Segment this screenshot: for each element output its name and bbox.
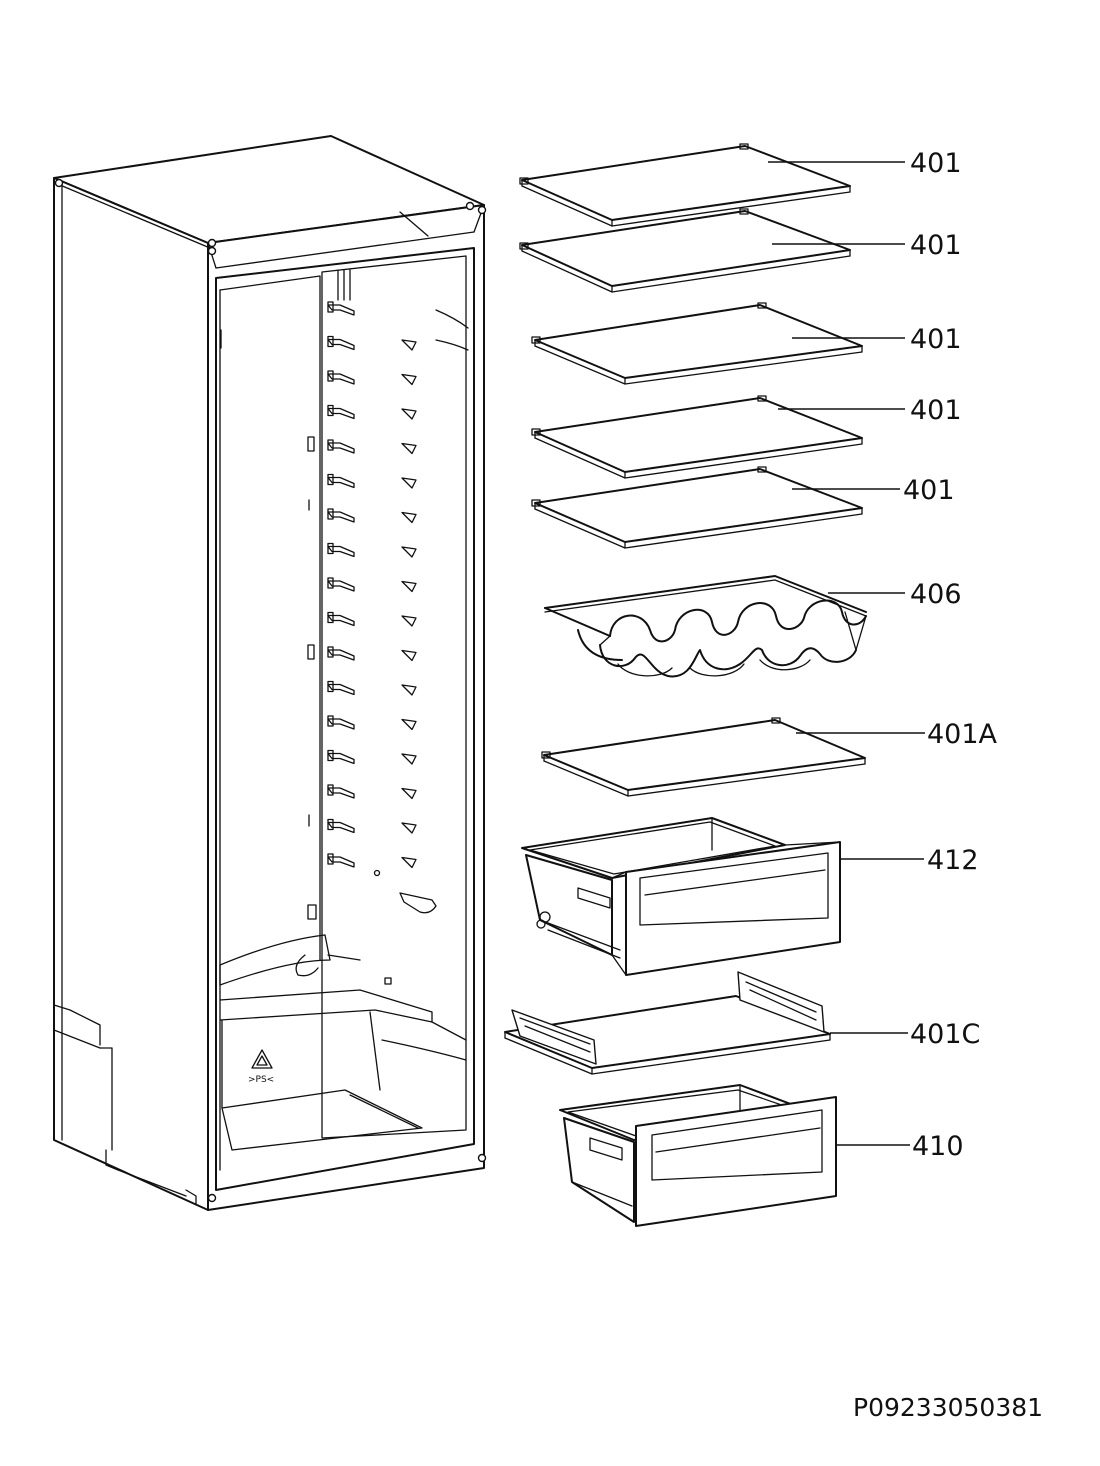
shelf-support-bracket bbox=[327, 856, 355, 868]
callout-401: 401 bbox=[910, 395, 962, 426]
shelf-support-slot bbox=[327, 508, 334, 520]
shelf-support-slot bbox=[327, 680, 334, 693]
shelf-support-peg bbox=[401, 442, 417, 455]
shelf-support-bracket bbox=[327, 821, 355, 834]
shelf-support-slot bbox=[327, 335, 334, 348]
drawer-412 bbox=[521, 817, 841, 976]
shelf-support-peg bbox=[401, 684, 417, 696]
shelf-support-peg bbox=[401, 718, 417, 731]
shelf-support-slot bbox=[327, 473, 334, 486]
shelf-support-slot bbox=[327, 577, 334, 589]
shelf-support-bracket bbox=[327, 373, 355, 385]
callout-410: 410 bbox=[912, 1131, 964, 1162]
shelf-support-peg bbox=[401, 615, 417, 627]
glass-shelf-3 bbox=[531, 302, 863, 385]
shelf-supports bbox=[327, 301, 417, 869]
leader-lines bbox=[768, 161, 925, 1146]
shelf-support-bracket bbox=[327, 752, 355, 765]
recycling-icon: >PS< bbox=[248, 1049, 274, 1085]
shelf-support-peg bbox=[401, 408, 417, 420]
wine-rack bbox=[544, 575, 867, 678]
shelf-support-slot bbox=[327, 715, 334, 727]
shelf-support-peg bbox=[401, 373, 417, 386]
callout-406: 406 bbox=[910, 579, 962, 610]
shelf-support-bracket bbox=[327, 614, 355, 627]
shelf-support-peg bbox=[401, 822, 417, 834]
shelf-support-bracket bbox=[327, 718, 355, 730]
shelf-support-bracket bbox=[327, 787, 355, 799]
shelf-support-peg bbox=[401, 339, 417, 351]
shelf-support-slot bbox=[327, 542, 334, 555]
shelf-support-slot bbox=[327, 439, 334, 451]
shelf-support-bracket bbox=[327, 511, 355, 523]
shelf-support-slot bbox=[327, 301, 334, 313]
shelf-support-bracket bbox=[327, 304, 355, 316]
callout-401: 401 bbox=[910, 324, 962, 355]
shelf-support-peg bbox=[401, 511, 417, 524]
shelf-support-bracket bbox=[327, 476, 355, 489]
glass-shelf-2 bbox=[519, 208, 851, 293]
glass-shelf-4 bbox=[531, 395, 863, 479]
glass-shelf-5 bbox=[531, 466, 863, 549]
shelf-support-peg bbox=[401, 787, 417, 800]
glass-shelf-401a bbox=[541, 717, 866, 797]
callout-labels: 401 401 401 401 401 406 401A 412 401C 41… bbox=[903, 148, 998, 1162]
shelf-support-slot bbox=[327, 646, 334, 658]
shelf-support-bracket bbox=[327, 545, 355, 558]
recycling-mark-text: >PS< bbox=[248, 1075, 274, 1085]
shelf-support-slot bbox=[327, 749, 334, 762]
shelf-support-slot bbox=[327, 611, 334, 624]
callout-401a: 401A bbox=[927, 719, 998, 750]
shelf-support-peg bbox=[401, 649, 417, 662]
callout-401: 401 bbox=[910, 148, 962, 179]
shelf-support-peg bbox=[401, 856, 417, 869]
crisper-cover-401c bbox=[504, 971, 831, 1075]
shelf-support-bracket bbox=[327, 580, 355, 592]
shelf-support-slot bbox=[327, 818, 334, 831]
refrigerator-cabinet: >PS< bbox=[53, 135, 487, 1211]
drawer-410 bbox=[559, 1084, 837, 1227]
shelf-support-peg bbox=[401, 580, 417, 593]
shelf-support-bracket bbox=[327, 338, 355, 351]
shelf-support-peg bbox=[401, 477, 417, 489]
glass-shelf-1 bbox=[519, 143, 851, 227]
callout-401: 401 bbox=[910, 230, 962, 261]
callout-412: 412 bbox=[927, 845, 979, 876]
shelf-support-slot bbox=[327, 853, 334, 865]
shelf-support-bracket bbox=[327, 442, 355, 454]
shelf-support-peg bbox=[401, 546, 417, 558]
shelf-support-bracket bbox=[327, 407, 355, 420]
shelf-support-bracket bbox=[327, 683, 355, 696]
shelf-support-slot bbox=[327, 784, 334, 796]
shelf-support-slot bbox=[327, 370, 334, 382]
shelf-support-slot bbox=[327, 404, 334, 417]
callout-401c: 401C bbox=[910, 1019, 980, 1050]
document-number: P09233050381 bbox=[853, 1393, 1043, 1422]
shelf-support-bracket bbox=[327, 649, 355, 661]
shelf-support-peg bbox=[401, 753, 417, 765]
callout-401: 401 bbox=[903, 475, 955, 506]
